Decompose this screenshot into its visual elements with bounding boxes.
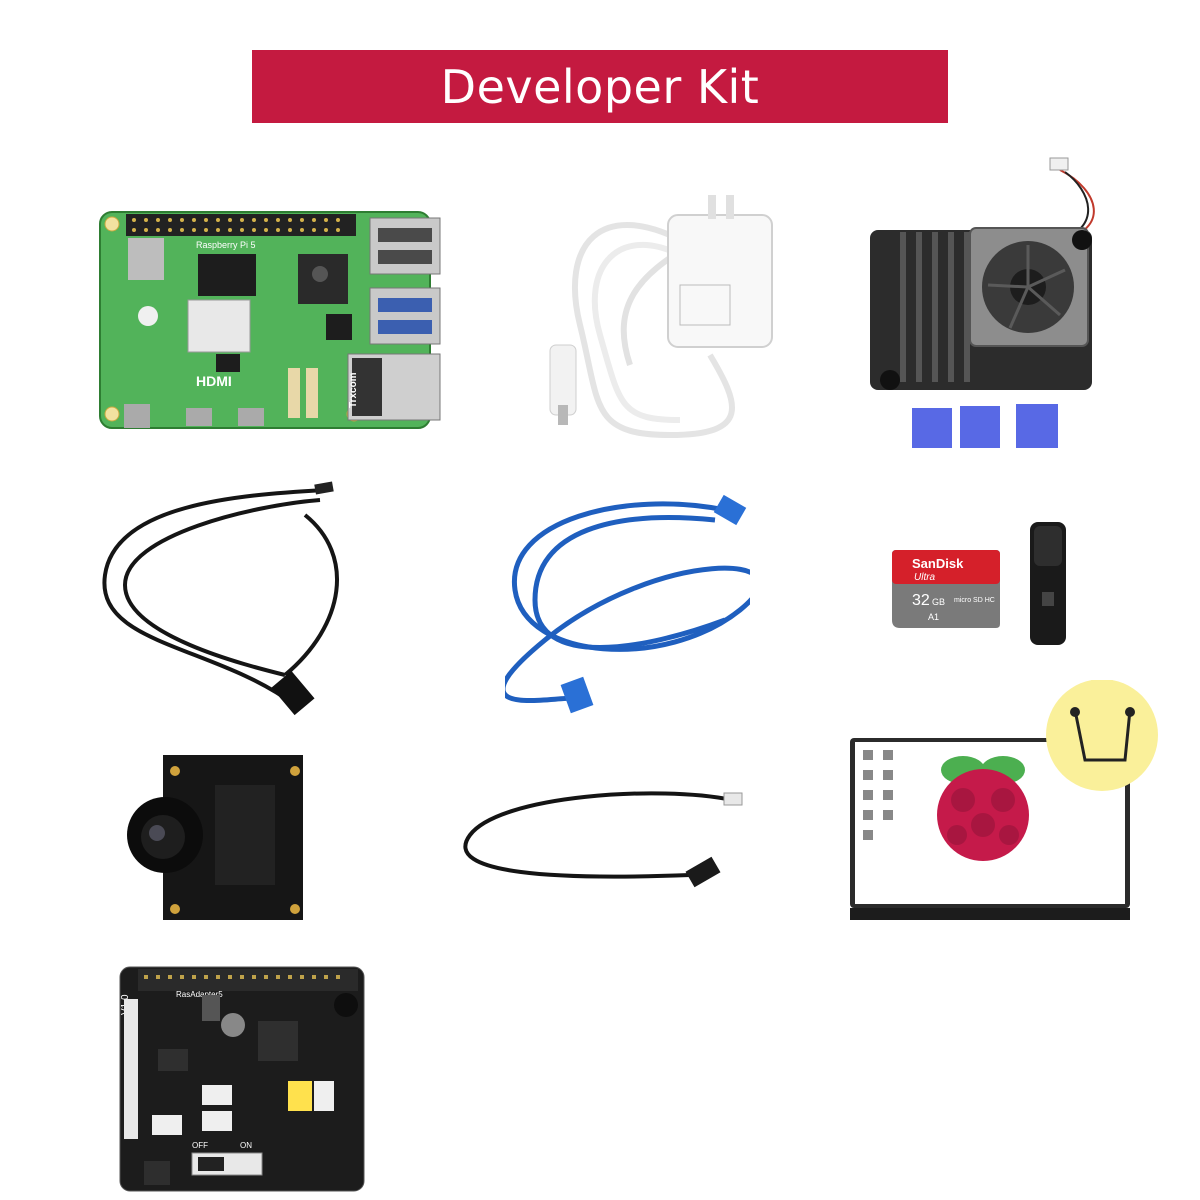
active-cooler-fan <box>860 150 1120 455</box>
ethernet-cable <box>505 490 750 720</box>
camera-module <box>125 755 305 920</box>
sd-unit: GB <box>932 597 945 607</box>
usb-c-power-supply <box>540 185 790 455</box>
micro-hdmi-cable <box>95 475 355 720</box>
sd-type: micro SD HC <box>954 597 995 604</box>
title-banner: Developer Kit <box>252 50 948 123</box>
usb-card-reader <box>1030 522 1066 645</box>
microsd-card: SanDisk Ultra 32 GB micro SD HC A1 <box>892 550 1000 628</box>
pi-hdmi-label: HDMI <box>196 373 232 389</box>
ethernet-brand: Trxcom <box>348 372 359 408</box>
display-power-cable <box>460 785 750 895</box>
adapter-expansion-board: V1.0 RasAdapter5 OFF ON <box>118 965 368 1195</box>
pi-brand-label: Raspberry Pi 5 <box>196 240 256 250</box>
sd-capacity: 32 <box>912 592 930 609</box>
sd-class: A1 <box>928 612 939 622</box>
banner-title: Developer Kit <box>440 59 760 114</box>
touchscreen-display <box>845 680 1160 925</box>
raspberry-pi-5-board: Raspberry Pi 5 HDMI Trxcom <box>98 208 450 433</box>
switch-on-label: ON <box>240 1141 252 1150</box>
sd-brand: SanDisk <box>912 556 964 571</box>
adapter-name: RasAdapter5 <box>176 990 223 999</box>
switch-off-label: OFF <box>192 1141 208 1150</box>
sd-line: Ultra <box>914 572 936 583</box>
